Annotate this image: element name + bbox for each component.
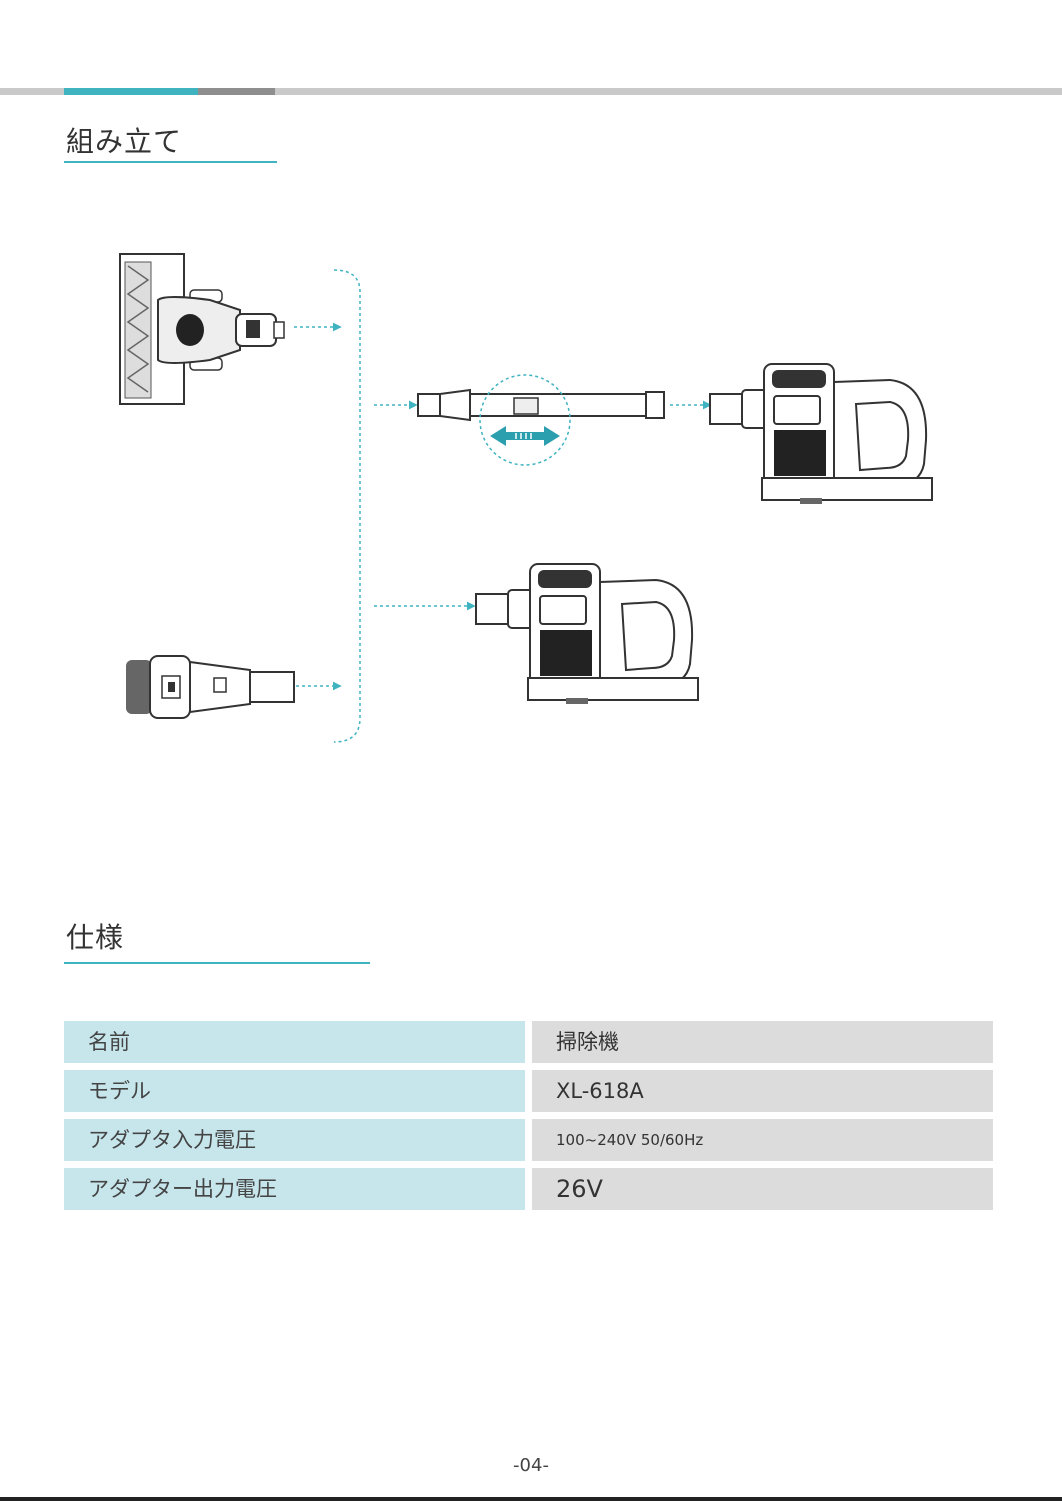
top-rule-accent bbox=[64, 88, 198, 95]
spec-value: XL-618A bbox=[532, 1070, 993, 1112]
crevice-brush-tool-icon bbox=[126, 656, 294, 718]
top-rule-dark-segment bbox=[198, 88, 275, 95]
assembly-title-underline bbox=[64, 161, 277, 163]
handheld-vacuum-icon bbox=[710, 364, 932, 504]
spec-key: アダプター出力電圧 bbox=[64, 1168, 525, 1210]
handheld-vacuum-icon bbox=[476, 564, 698, 704]
spec-title: 仕様 bbox=[66, 924, 124, 952]
spec-key: アダプタ入力電圧 bbox=[64, 1119, 525, 1161]
floor-brush-head-icon bbox=[120, 254, 284, 404]
assembly-title: 組み立て bbox=[66, 128, 182, 156]
assembly-diagram bbox=[0, 230, 1062, 770]
spec-title-underline bbox=[64, 962, 370, 964]
extend-arrow-icon bbox=[490, 426, 560, 446]
spec-value: 26V bbox=[532, 1168, 993, 1210]
top-rule bbox=[0, 88, 1062, 95]
table-row: アダプター出力電圧 26V bbox=[64, 1168, 993, 1210]
spec-value: 掃除機 bbox=[532, 1021, 993, 1063]
page-number: -04- bbox=[0, 1455, 1062, 1476]
spec-value: 100~240V 50/60Hz bbox=[532, 1119, 993, 1161]
table-row: 名前 掃除機 bbox=[64, 1021, 993, 1063]
table-row: モデル XL-618A bbox=[64, 1070, 993, 1112]
spec-table: 名前 掃除機 モデル XL-618A アダプタ入力電圧 100~240V 50/… bbox=[64, 1021, 993, 1217]
spec-key: 名前 bbox=[64, 1021, 525, 1063]
spec-key: モデル bbox=[64, 1070, 525, 1112]
table-row: アダプタ入力電圧 100~240V 50/60Hz bbox=[64, 1119, 993, 1161]
bottom-rule bbox=[0, 1497, 1062, 1501]
extension-tube-icon bbox=[418, 375, 664, 465]
